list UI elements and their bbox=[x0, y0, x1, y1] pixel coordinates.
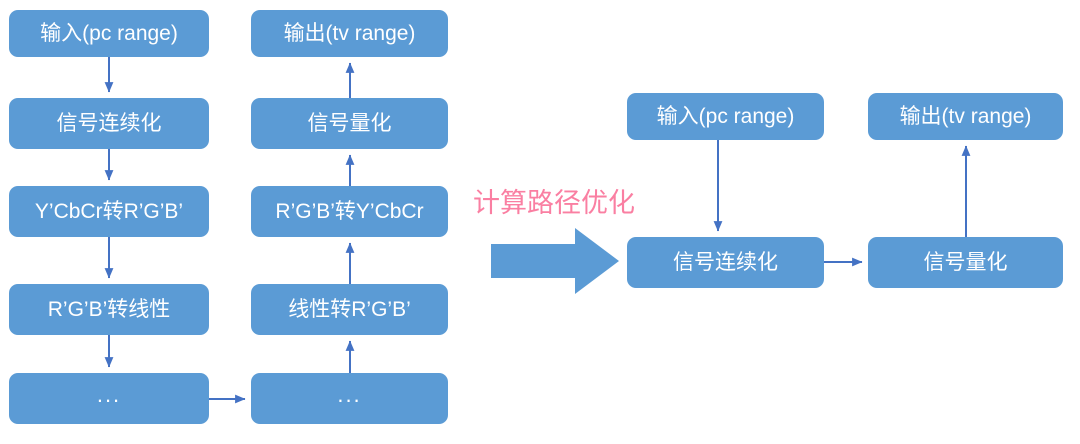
node-ycbcr-to-rgb: Y’CbCr转R’G’B’ bbox=[9, 186, 209, 237]
connectors-after-diagram bbox=[713, 140, 971, 267]
node-rgb-to-ycbcr: R’G’B’转Y’CbCr bbox=[251, 186, 448, 237]
node-output-tv-range: 输出(tv range) bbox=[251, 10, 448, 57]
node-signal-continuous-optimized: 信号连续化 bbox=[627, 237, 824, 288]
node-linear-to-rgb: 线性转R’G’B’ bbox=[251, 284, 448, 335]
node-rgb-to-linear: R’G’B’转线性 bbox=[9, 284, 209, 335]
node-right-ellipsis: ... bbox=[251, 373, 448, 424]
optimization-label: 计算路径优化 bbox=[473, 188, 635, 218]
node-signal-quantize-optimized: 信号量化 bbox=[868, 237, 1063, 288]
node-left-ellipsis: ... bbox=[9, 373, 209, 424]
node-output-tv-range-optimized: 输出(tv range) bbox=[868, 93, 1063, 140]
node-input-pc-range-optimized: 输入(pc range) bbox=[627, 93, 824, 140]
node-signal-quantize: 信号量化 bbox=[251, 98, 448, 149]
node-signal-continuous: 信号连续化 bbox=[9, 98, 209, 149]
node-input-pc-range: 输入(pc range) bbox=[9, 10, 209, 57]
big-right-arrow bbox=[491, 228, 619, 294]
